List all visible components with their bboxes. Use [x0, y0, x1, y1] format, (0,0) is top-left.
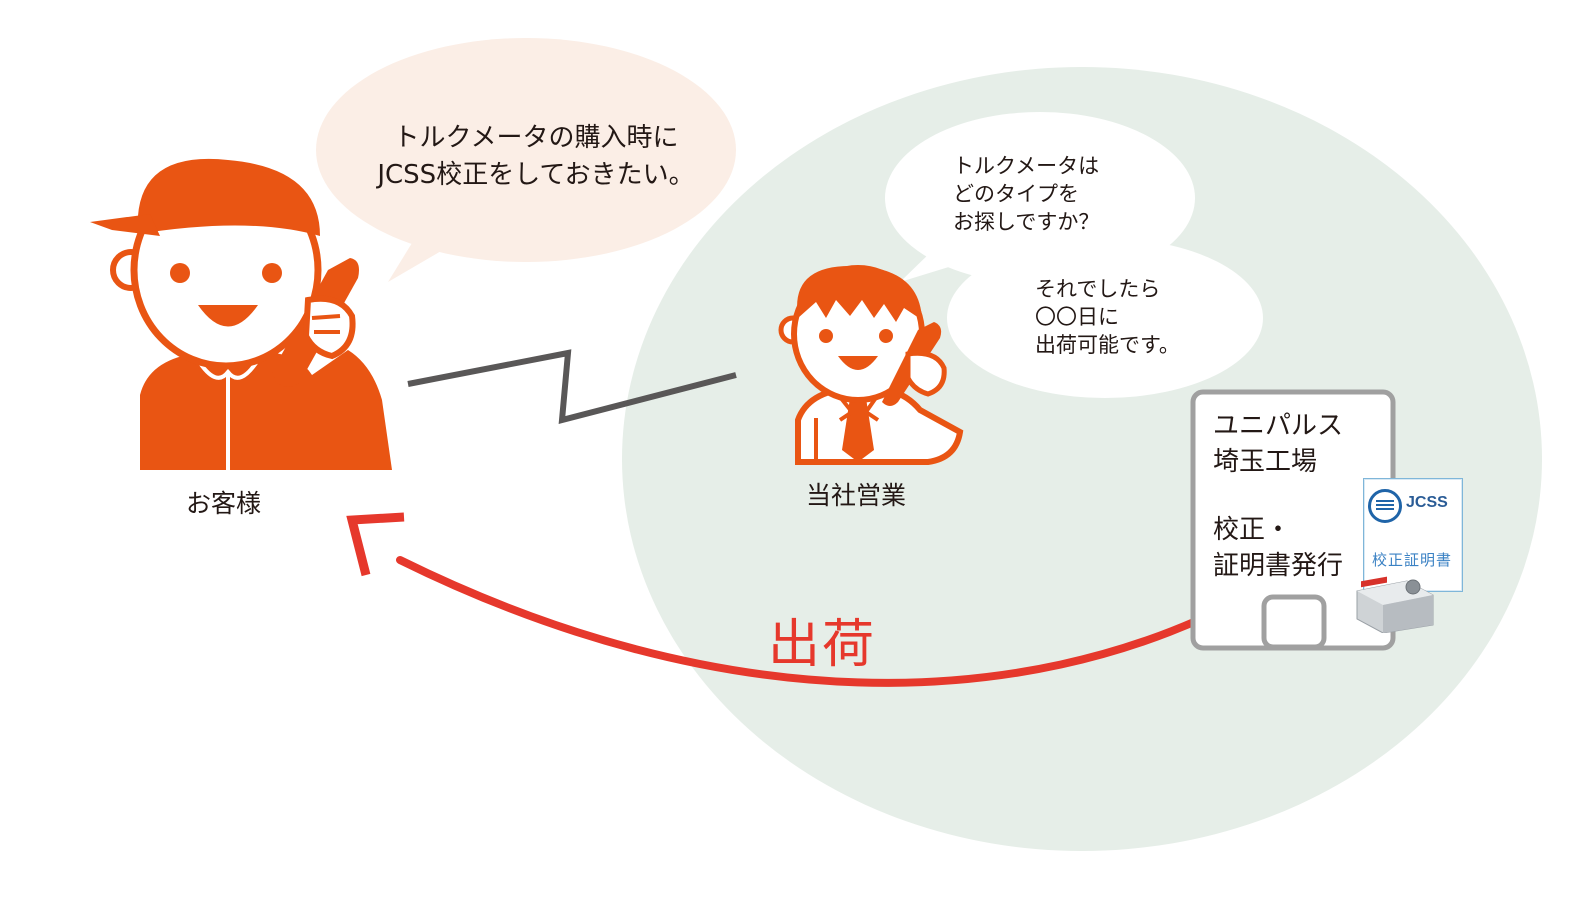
customer-speech-text: トルクメータの購入時に JCSS校正をしておきたい。: [346, 120, 726, 194]
factory-text: ユニパルス 埼玉工場 校正・ 証明書発行: [1213, 408, 1343, 584]
sales-figure: [778, 265, 964, 465]
sales-answer-line: 〇〇日に: [1035, 305, 1119, 329]
sales-answer-line: それでしたら: [1035, 277, 1161, 301]
sales-question-text: トルクメータは どのタイプを お探しですか？: [953, 152, 1099, 236]
certificate-title: 校正証明書: [1372, 551, 1453, 569]
sales-question-line: お探しですか？: [953, 210, 1100, 234]
customer-speech-bubble: [316, 38, 736, 282]
customer-speech-line: JCSS校正をしておきたい。: [377, 160, 695, 190]
shipping-arrow: [396, 556, 1244, 687]
calibration-certificate: JCSS 校正証明書: [1363, 478, 1463, 592]
customer-figure: [90, 158, 392, 470]
customer-speech-line: トルクメータの購入時に: [393, 123, 679, 153]
sales-question-line: トルクメータは: [953, 154, 1100, 178]
sales-answer-text: それでしたら 〇〇日に 出荷可能です。: [1035, 275, 1180, 359]
phone-line: [407, 349, 737, 424]
ilac-mra-logo-icon: [1368, 489, 1402, 523]
torque-meter-device-icon: [1356, 576, 1434, 633]
customer-label: お客様: [186, 489, 262, 518]
sales-area-background: [622, 67, 1542, 851]
factory-service-line: 校正・: [1213, 515, 1292, 545]
certificate-brand: JCSS: [1406, 494, 1448, 511]
sales-answer-bubble: [947, 238, 1263, 398]
sales-label: 当社営業: [806, 481, 907, 510]
shipping-label: 出荷: [768, 615, 877, 675]
shipping-arrowhead: [346, 512, 405, 577]
sales-question-line: どのタイプを: [953, 182, 1079, 206]
factory-name-line: ユニパルス: [1213, 411, 1344, 441]
factory-name-line: 埼玉工場: [1213, 447, 1318, 477]
sales-answer-line: 出荷可能です。: [1035, 333, 1180, 357]
factory-service-line: 証明書発行: [1213, 551, 1344, 581]
